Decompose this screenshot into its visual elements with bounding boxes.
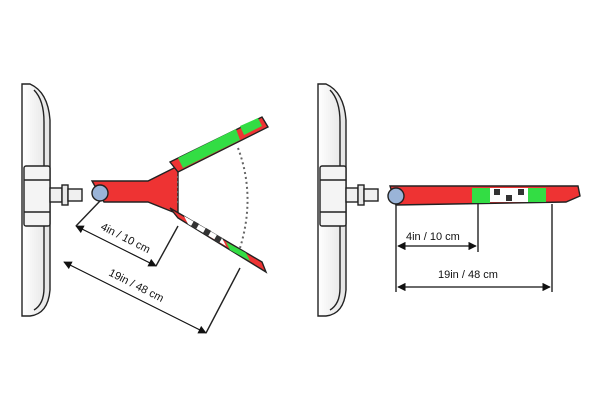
left-stem	[49, 187, 63, 203]
right-mount-block	[319, 165, 347, 227]
left-checker-cell	[213, 234, 223, 244]
right-dim-long-label: 19in / 48 cm	[438, 269, 498, 281]
right-checker-cell	[518, 189, 524, 195]
left-lower-green	[226, 242, 250, 261]
right-arm-green-1	[472, 188, 490, 203]
left-lower-arm	[169, 207, 268, 274]
right-stem-nut	[357, 184, 365, 206]
left-assembly: 4in / 10 cm 19in / 48 cm	[21, 83, 269, 334]
left-dim-long-label: 19in / 48 cm	[107, 267, 166, 305]
right-checker-cell	[494, 189, 500, 195]
left-mount-block	[23, 165, 51, 227]
left-stem-nut	[61, 184, 69, 206]
left-upper-green-1	[178, 129, 240, 168]
right-dim-short-label: 4in / 10 cm	[406, 231, 460, 243]
left-upper-green-2	[240, 118, 262, 135]
left-ball-joint	[91, 184, 109, 202]
right-assembly: 4in / 10 cm 19in / 48 cm	[317, 83, 581, 317]
left-checker-cell	[190, 220, 200, 230]
right-arm-green-2	[528, 188, 546, 202]
right-stem	[345, 187, 359, 203]
right-ball-joint	[387, 187, 405, 205]
left-upper-arm	[168, 116, 269, 173]
left-swing-arc	[237, 147, 249, 249]
left-dim-long-line	[63, 261, 207, 334]
right-checker-cell	[506, 195, 512, 201]
left-checker-cell	[202, 227, 212, 237]
left-dim-short-line	[75, 225, 157, 267]
